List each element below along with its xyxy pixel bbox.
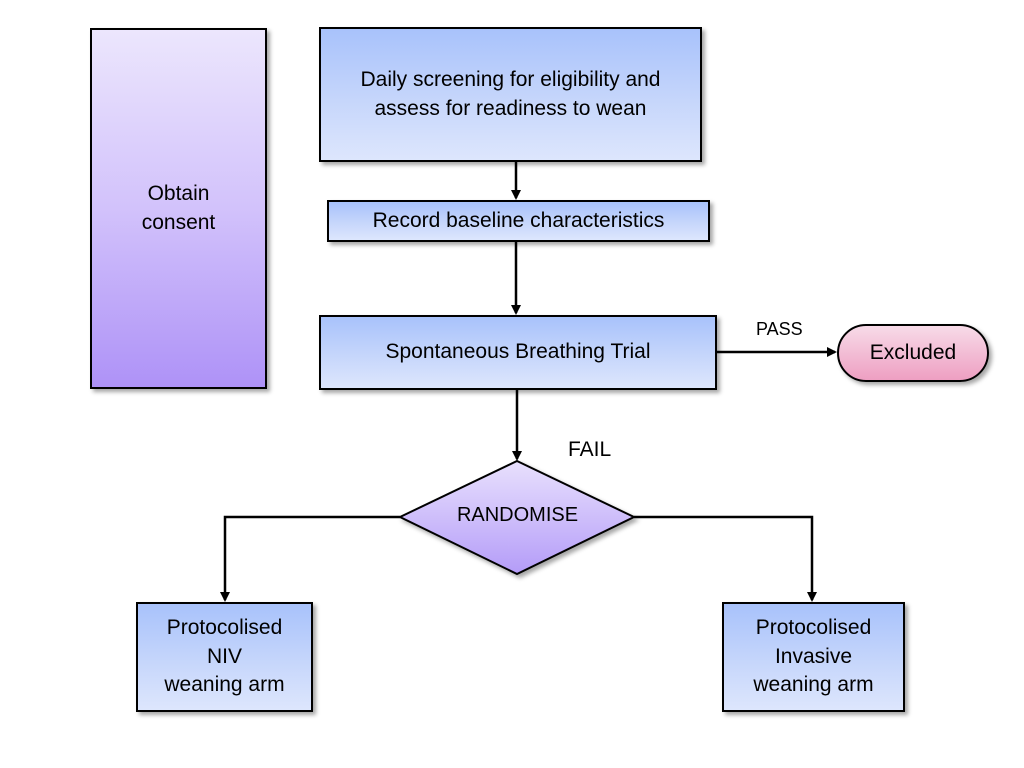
niv-weaning-arm-box: Protocolised NIV weaning arm: [136, 602, 313, 712]
niv-weaning-arm-label: Protocolised NIV weaning arm: [164, 616, 285, 697]
arrow-randomise-to-niv: [220, 515, 400, 602]
excluded-label: Excluded: [869, 340, 957, 364]
arrow-randomise-to-invasive: [634, 515, 817, 602]
daily-screening-label: Daily screening for eligibility and asse…: [360, 68, 661, 120]
obtain-consent-label: Obtain consent: [141, 182, 216, 234]
invasive-weaning-arm-box: Protocolised Invasive weaning arm: [722, 602, 905, 712]
spontaneous-breathing-trial-box: Spontaneous Breathing Trial: [319, 315, 717, 390]
record-baseline-label: Record baseline characteristics: [372, 208, 665, 232]
fail-edge-label: FAIL: [568, 438, 612, 461]
obtain-consent-box: Obtain consent: [90, 28, 267, 389]
record-baseline-box: Record baseline characteristics: [327, 200, 710, 242]
randomise-diamond: [397, 459, 637, 576]
daily-screening-box: Daily screening for eligibility and asse…: [319, 27, 702, 162]
excluded-terminal: Excluded: [837, 324, 989, 382]
invasive-weaning-arm-label: Protocolised Invasive weaning arm: [753, 616, 874, 697]
spontaneous-breathing-trial-label: Spontaneous Breathing Trial: [385, 340, 651, 364]
randomise-label: RANDOMISE: [456, 504, 579, 526]
pass-edge-label: PASS: [756, 319, 803, 339]
